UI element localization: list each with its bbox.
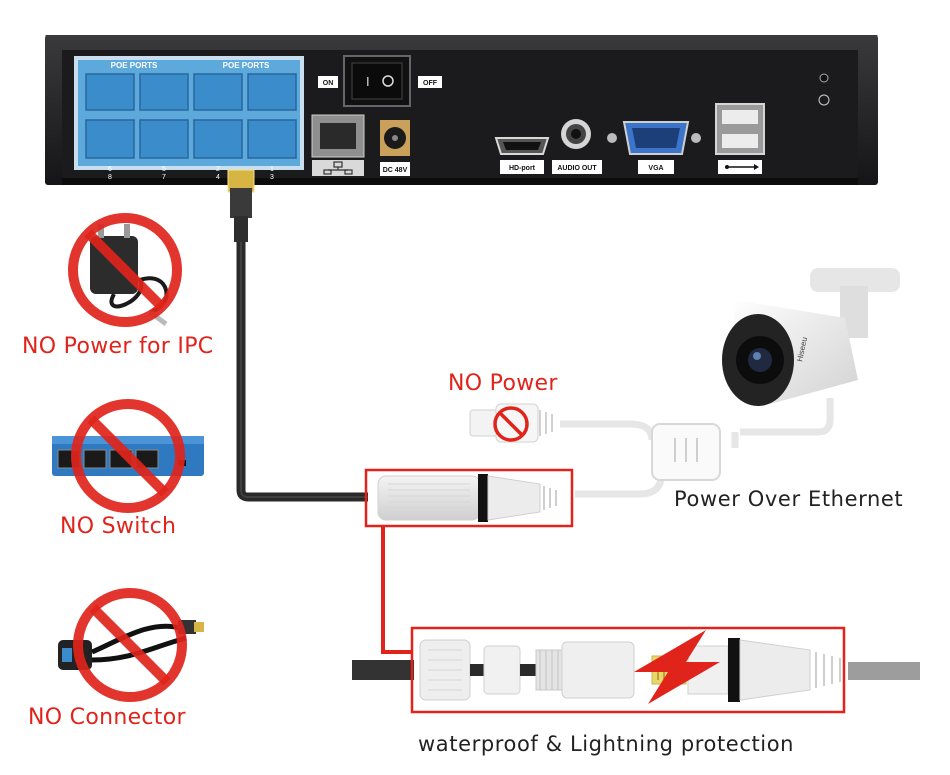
nvr-recorder: POE PORTS POE PORTS 6 5 2 1 8 7 4 3 — [45, 35, 878, 185]
port-number: 6 — [108, 166, 112, 173]
port-number: 7 — [162, 174, 166, 181]
dc-power-jack[interactable] — [380, 120, 410, 156]
ip-camera: Hiseeu — [722, 268, 900, 436]
waterproof-assembly-detail — [352, 626, 920, 714]
on-label: ON — [318, 76, 338, 88]
waterproof-label: waterproof & Lightning protection — [418, 732, 795, 756]
no-connector-icon — [58, 588, 204, 702]
poe-label: Power Over Ethernet — [674, 487, 904, 511]
svg-text:I: I — [366, 74, 370, 89]
svg-text:VGA: VGA — [648, 165, 663, 172]
port-number: 2 — [216, 166, 220, 173]
poe-port-block: POE PORTS POE PORTS 6 5 2 1 8 7 4 3 — [74, 56, 304, 181]
no-switch-icon — [52, 399, 204, 513]
no-power-label: NO Power — [448, 371, 558, 396]
lightning-bolt-icon — [634, 630, 720, 704]
no-connector-label: NO Connector — [28, 705, 186, 730]
port-number: 8 — [108, 174, 112, 181]
vga-port[interactable] — [607, 121, 701, 155]
svg-text:DC 48V: DC 48V — [383, 167, 408, 174]
hdmi-port[interactable] — [494, 137, 550, 155]
port-number: 4 — [216, 174, 220, 181]
prohibited-icon — [493, 406, 529, 442]
usb-ports[interactable] — [715, 103, 765, 155]
poe-splitter-cable — [469, 403, 739, 498]
power-switch[interactable]: I — [343, 55, 411, 107]
port-number: 3 — [270, 174, 274, 181]
no-switch-label: NO Switch — [60, 514, 177, 539]
audio-out-jack[interactable] — [561, 119, 591, 149]
vga-label: VGA — [638, 160, 674, 174]
no-power-adapter-icon — [68, 213, 182, 327]
port-number: 5 — [162, 166, 166, 173]
detail-leader-line — [381, 526, 412, 654]
port-number: 1 — [270, 166, 274, 173]
off-label: OFF — [418, 76, 442, 88]
poe-group-2-label: POE PORTS — [223, 61, 270, 70]
audio-out-label: AUDIO OUT — [552, 160, 602, 174]
no-power-ipc-label: NO Power for IPC — [22, 334, 214, 359]
network-icon — [323, 161, 353, 175]
poe-ports[interactable] — [85, 73, 297, 159]
svg-text:ON: ON — [323, 80, 334, 87]
usb-icon — [718, 160, 762, 174]
svg-text:OFF: OFF — [423, 80, 438, 87]
poe-group-1-label: POE PORTS — [111, 61, 158, 70]
ground-icon — [818, 73, 830, 106]
svg-text:HD-port: HD-port — [509, 165, 536, 172]
network-cable — [227, 169, 368, 502]
hd-port-label: HD-port — [500, 160, 544, 174]
rj45-waterproof-connector[interactable] — [364, 468, 574, 528]
svg-text:AUDIO OUT: AUDIO OUT — [557, 165, 597, 172]
dc-label: DC 48V — [380, 162, 410, 176]
